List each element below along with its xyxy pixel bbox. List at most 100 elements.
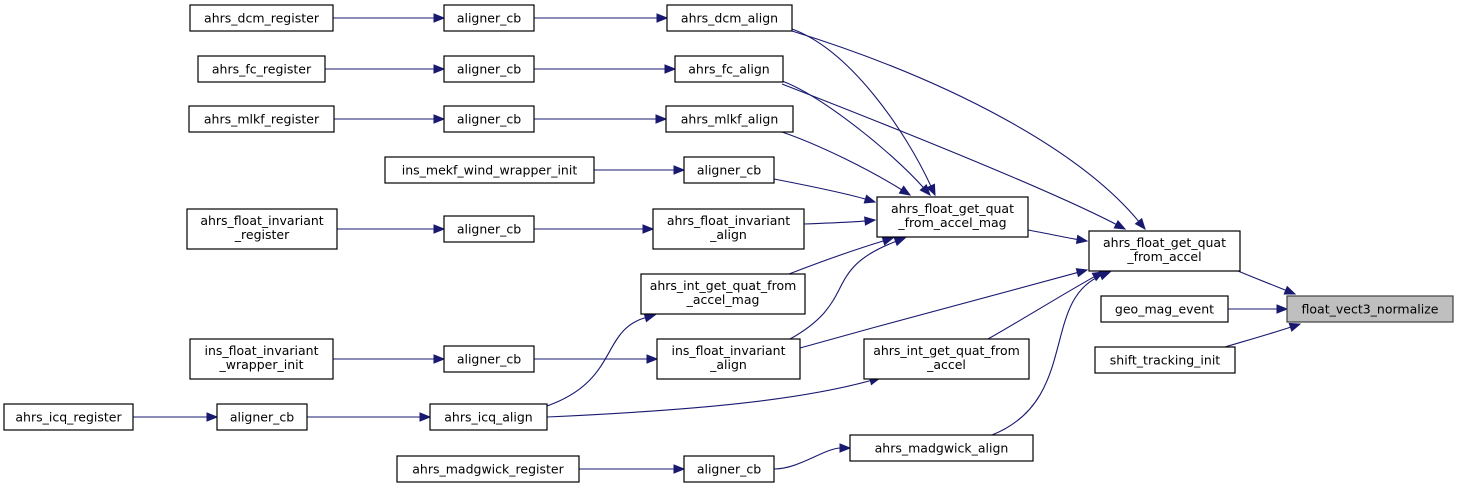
node-box: [1286, 295, 1454, 323]
arrowhead: [898, 185, 912, 196]
edge-geo_mag-to-root: [1228, 304, 1289, 314]
node-ahrs-fc-register[interactable]: ahrs_fc_register: [197, 55, 326, 83]
node-label-line: ahrs_int_get_quat_from: [873, 343, 1020, 358]
node-box: [443, 215, 535, 243]
edge-icq_reg-to-cb7: [132, 412, 219, 422]
edge-mekf_init-to-cb4: [594, 165, 686, 175]
node-box: [876, 196, 1029, 238]
node-ins-float-invariant-align[interactable]: ins_float_invariant_align: [656, 338, 801, 380]
arrowhead: [1113, 219, 1127, 230]
node-aligner-cb[interactable]: aligner_cb: [443, 55, 535, 83]
node-ahrs-int-get-quat-from-accel[interactable]: ahrs_int_get_quat_from_accel: [863, 338, 1030, 380]
node-label: ahrs_dcm_align: [681, 11, 778, 26]
arrowhead: [433, 224, 446, 234]
node-box: [665, 105, 794, 133]
node-box: [384, 156, 595, 184]
node-ahrs-mlkf-register[interactable]: ahrs_mlkf_register: [188, 105, 335, 133]
node-aligner-cb[interactable]: aligner_cb: [216, 403, 308, 431]
node-label: ahrs_icq_align: [444, 410, 532, 425]
node-aligner-cb[interactable]: aligner_cb: [443, 345, 535, 373]
node-ahrs-float-get-quat-from-accel[interactable]: ahrs_float_get_quat_from_accel: [1088, 230, 1241, 272]
node-box: [3, 403, 134, 431]
node-label-line: _from_accel: [1126, 249, 1201, 264]
node-label: shift_tracking_init: [1110, 353, 1220, 368]
node-ahrs-madgwick-align[interactable]: ahrs_madgwick_align: [849, 434, 1034, 462]
node-ahrs-icq-align[interactable]: ahrs_icq_align: [429, 403, 548, 431]
node-ahrs-madgwick-register[interactable]: ahrs_madgwick_register: [396, 455, 580, 483]
arrowhead: [1283, 285, 1297, 295]
edge-line: [773, 178, 867, 200]
node-ahrs-dcm-register[interactable]: ahrs_dcm_register: [189, 4, 334, 32]
node-label-line: ahrs_float_invariant: [667, 213, 790, 228]
node-aligner-cb[interactable]: aligner_cb: [443, 4, 535, 32]
node-label: ahrs_mlkf_align: [681, 112, 779, 127]
edge-fq_accmag-to-fq_acc: [1027, 229, 1089, 245]
node-label: aligner_cb: [230, 410, 294, 425]
node-label: geo_mag_event: [1115, 302, 1214, 317]
node-box: [863, 338, 1030, 380]
node-ahrs-int-get-quat-from-accel-mag[interactable]: ahrs_int_get_quat_from_accel_mag: [640, 273, 806, 315]
node-ahrs-dcm-align[interactable]: ahrs_dcm_align: [666, 4, 793, 32]
edge-shift-to-root: [1224, 322, 1302, 348]
node-label: ahrs_mlkf_register: [204, 112, 320, 127]
node-ahrs-float-get-quat-from-accel-mag[interactable]: ahrs_float_get_quat_from_accel_mag: [876, 196, 1029, 238]
edge-line: [987, 275, 1096, 340]
node-geo-mag-event[interactable]: geo_mag_event: [1100, 295, 1229, 323]
node-label: ahrs_fc_align: [688, 62, 769, 77]
node-shift-tracking-init[interactable]: shift_tracking_init: [1094, 346, 1236, 374]
node-aligner-cb[interactable]: aligner_cb: [683, 455, 775, 483]
node-ahrs-fc-align[interactable]: ahrs_fc_align: [674, 55, 784, 83]
arrowhead: [839, 443, 852, 453]
node-ahrs-icq-register[interactable]: ahrs_icq_register: [3, 403, 134, 431]
node-label-line: _accel_mag: [686, 292, 760, 307]
node-label-line: ahrs_int_get_quat_from: [650, 278, 797, 293]
node-ins-float-invariant-wrapper-init[interactable]: ins_float_invariant_wrapper_init: [189, 338, 334, 380]
node-box: [189, 338, 334, 380]
edge-mlkf_align-to-fq_accmag: [781, 131, 912, 196]
arrowhead: [433, 13, 446, 23]
edge-cb5-to-finv_align: [533, 224, 655, 234]
edge-dcm_reg-to-cb1: [333, 13, 446, 23]
edge-finv_reg-to-cb5: [336, 224, 446, 234]
node-ahrs-float-invariant-align[interactable]: ahrs_float_invariant_align: [652, 208, 805, 250]
node-ins-mekf-wind-wrapper-init[interactable]: ins_mekf_wind_wrapper_init: [384, 156, 595, 184]
node-ahrs-float-invariant-register[interactable]: ahrs_float_invariant_register: [186, 208, 338, 250]
node-box: [443, 345, 535, 373]
edge-fc_align-to-fq_accmag: [781, 80, 931, 197]
arrowhead: [1075, 268, 1089, 278]
nodes-layer: ahrs_dcm_register aligner_cb ahrs_dcm_alig…: [3, 4, 1454, 483]
node-aligner-cb[interactable]: aligner_cb: [443, 215, 535, 243]
node-aligner-cb[interactable]: aligner_cb: [683, 156, 775, 184]
node-label-line: _wrapper_init: [219, 357, 304, 372]
arrowhead: [433, 64, 446, 74]
node-label-line: _register: [234, 227, 290, 242]
arrowhead: [643, 313, 657, 323]
node-box: [216, 403, 308, 431]
node-label-line: ahrs_float_get_quat: [1103, 235, 1226, 250]
arrowhead: [1134, 217, 1146, 231]
node-aligner-cb[interactable]: aligner_cb: [443, 105, 535, 133]
edge-insinv_align-to-fq_acc: [799, 268, 1089, 349]
edge-line: [546, 316, 647, 407]
node-box: [683, 455, 775, 483]
edge-line: [789, 240, 897, 340]
arrowhead: [893, 237, 907, 247]
node-label-line: ins_float_invariant: [671, 343, 785, 358]
root-node-float-vect3-normalize[interactable]: float_vect3_normalize: [1286, 295, 1454, 323]
node-ahrs-mlkf-align[interactable]: ahrs_mlkf_align: [665, 105, 794, 133]
node-label-line: ahrs_float_get_quat: [891, 201, 1014, 216]
node-label: ahrs_madgwick_register: [412, 462, 564, 477]
edge-line: [991, 274, 1102, 436]
node-label: aligner_cb: [457, 352, 521, 367]
node-box: [443, 4, 535, 32]
edge-cb6-to-insinv_align: [534, 354, 659, 364]
edge-dcm_align-to-fq_acc: [791, 30, 1146, 231]
arrowhead: [419, 412, 432, 422]
node-box: [1088, 230, 1241, 272]
arrowhead: [673, 464, 686, 474]
node-label: ahrs_icq_register: [15, 410, 122, 425]
edge-line: [546, 379, 872, 418]
node-box: [652, 208, 805, 250]
node-label-line: ahrs_float_invariant: [200, 213, 323, 228]
